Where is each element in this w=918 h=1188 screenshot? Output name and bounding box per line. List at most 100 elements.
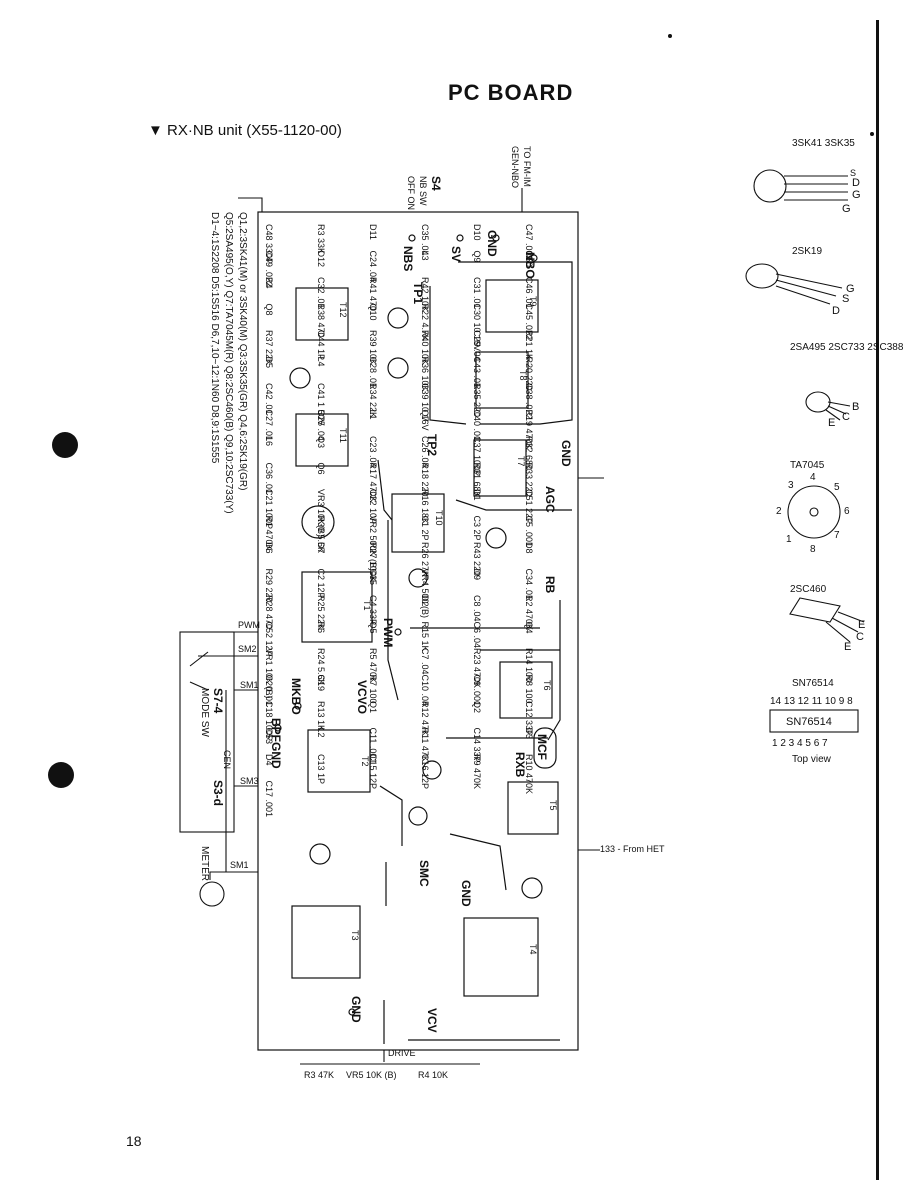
component-label: R24 5.6K <box>316 648 326 686</box>
component-label: C23 .04 <box>368 436 378 468</box>
pin-label: 7 <box>834 530 840 541</box>
crystal-mcf <box>533 727 557 769</box>
component-label: R21 1K <box>524 330 534 360</box>
pinout-name: 2SA495 2SC733 2SC388 <box>790 342 904 353</box>
transformer-t7 <box>473 439 527 497</box>
transformer-t2 <box>307 729 371 793</box>
component-label: C20 .01 <box>264 675 274 707</box>
pin-label: 6 <box>844 506 850 517</box>
component-label: C39 10 16V <box>420 383 430 431</box>
component-label: C7 .04 <box>420 648 430 675</box>
component-label: R25 22K <box>316 595 326 630</box>
component-label: L3 <box>420 251 430 261</box>
component-label: C51 22P <box>524 489 534 524</box>
component-label: C10 .04 <box>420 675 430 707</box>
component-label: R29 220 <box>264 569 274 603</box>
right-margin-rule <box>876 20 879 1180</box>
terminal-label: SV <box>449 246 463 262</box>
ic-top-pins: 14 13 12 11 10 9 8 <box>770 696 853 707</box>
transformer-label: T3 <box>350 930 360 941</box>
component-label: R39 10K <box>368 330 378 365</box>
component-label: L2 <box>316 728 326 738</box>
component-label: Q5 <box>368 622 378 634</box>
component-label: C30 10 16V <box>472 304 482 352</box>
wire-label-sm3: SM3 <box>240 776 259 786</box>
test-point-label: TP2 <box>425 434 439 456</box>
drive-label: DRIVE <box>388 1048 416 1058</box>
pinout-2sk19-leads <box>775 273 843 305</box>
ic-bottom-pins: 1 2 3 4 5 6 7 <box>772 738 828 749</box>
component-label: C29 .04 <box>472 330 482 362</box>
trace <box>377 459 393 521</box>
component-label: R26 27K <box>420 542 430 577</box>
terminal-mkbo <box>294 702 302 710</box>
component-label: R22 4.7K <box>420 304 430 342</box>
pinout-2sk19-body <box>745 263 779 289</box>
component-label: C32 .01 <box>316 277 326 309</box>
pinout-name: SN76514 <box>792 678 834 689</box>
pin-label: 3 <box>788 480 794 491</box>
transistor-q1 <box>309 843 331 865</box>
component-label: R15 1K <box>420 622 430 652</box>
gen-nbo-label: GEN-NBO <box>510 146 520 188</box>
component-label: C21 100P <box>264 489 274 529</box>
pin-label: S <box>842 293 849 305</box>
terminal-label: BPF <box>269 718 283 742</box>
terminal-nbs <box>408 234 416 242</box>
trace <box>458 261 573 425</box>
pinout-2sa495-body <box>805 391 831 413</box>
pinout-column <box>745 169 865 733</box>
component-label: R28 470 <box>264 595 274 629</box>
component-label: C28 .01 <box>368 357 378 389</box>
trace <box>449 833 507 891</box>
pinout-2sc460-leads <box>825 611 865 643</box>
test-point-label: TP1 <box>411 282 425 304</box>
page-title: PC BOARD <box>448 80 574 105</box>
transformer-t10 <box>391 493 445 553</box>
component-label: C14 33P <box>472 728 482 763</box>
transformer-t9 <box>485 279 539 333</box>
component-label: D2 <box>420 595 430 607</box>
component-label: C35 .04 <box>420 224 430 256</box>
wire-label-pwm: PWM <box>238 620 260 630</box>
external-wiring <box>179 188 604 1065</box>
component-label: C52 12P <box>264 622 274 657</box>
component-label: C49 .022 <box>264 251 274 288</box>
meter-icon <box>199 881 225 907</box>
transformer-t8 <box>475 351 529 409</box>
terminal-label: RXB <box>513 752 527 778</box>
component-label: C1 2P <box>420 516 430 541</box>
component-label: C37 100P <box>472 436 482 476</box>
strip-label: R4 10K <box>418 1070 448 1080</box>
pin-label: G <box>842 203 851 215</box>
component-label: Q4 <box>524 622 534 634</box>
component-label: C41 1 50V <box>316 383 326 426</box>
pin-label: 1 <box>786 534 792 545</box>
component-label: C4 33P <box>368 595 378 625</box>
component-label: R19 470K <box>524 410 534 450</box>
pin-label: 4 <box>810 472 816 483</box>
terminal-label: NBO <box>523 252 537 279</box>
transistor-q3 <box>485 527 507 549</box>
component-label: D8 <box>524 542 534 554</box>
component-label: C35 <box>368 569 378 586</box>
component-label: R10 470K <box>524 754 534 794</box>
component-label: R12 47K <box>420 701 430 736</box>
terminal-label: RB <box>543 576 557 594</box>
transformer-t12 <box>295 287 349 341</box>
component-label: Q9 <box>472 251 482 263</box>
terminal-label: GND <box>269 742 283 769</box>
transistor-q6 <box>408 568 428 588</box>
pin-label: 2 <box>776 506 782 517</box>
pinout-name: 3SK41 3SK35 <box>792 138 855 149</box>
component-label: C15 12P <box>368 754 378 789</box>
component-label: R4 <box>264 277 274 289</box>
wire-label-sm1: SM1 <box>240 680 259 690</box>
component-label: R31 68K <box>472 463 482 498</box>
component-label: C40 .01 <box>472 410 482 442</box>
note-line: Q1,2:3SK41(M) or 3SK40(M) Q3:3SK35(GR) Q… <box>237 212 248 490</box>
component-label: D10 <box>472 224 482 241</box>
component-label: L4 <box>316 357 326 367</box>
